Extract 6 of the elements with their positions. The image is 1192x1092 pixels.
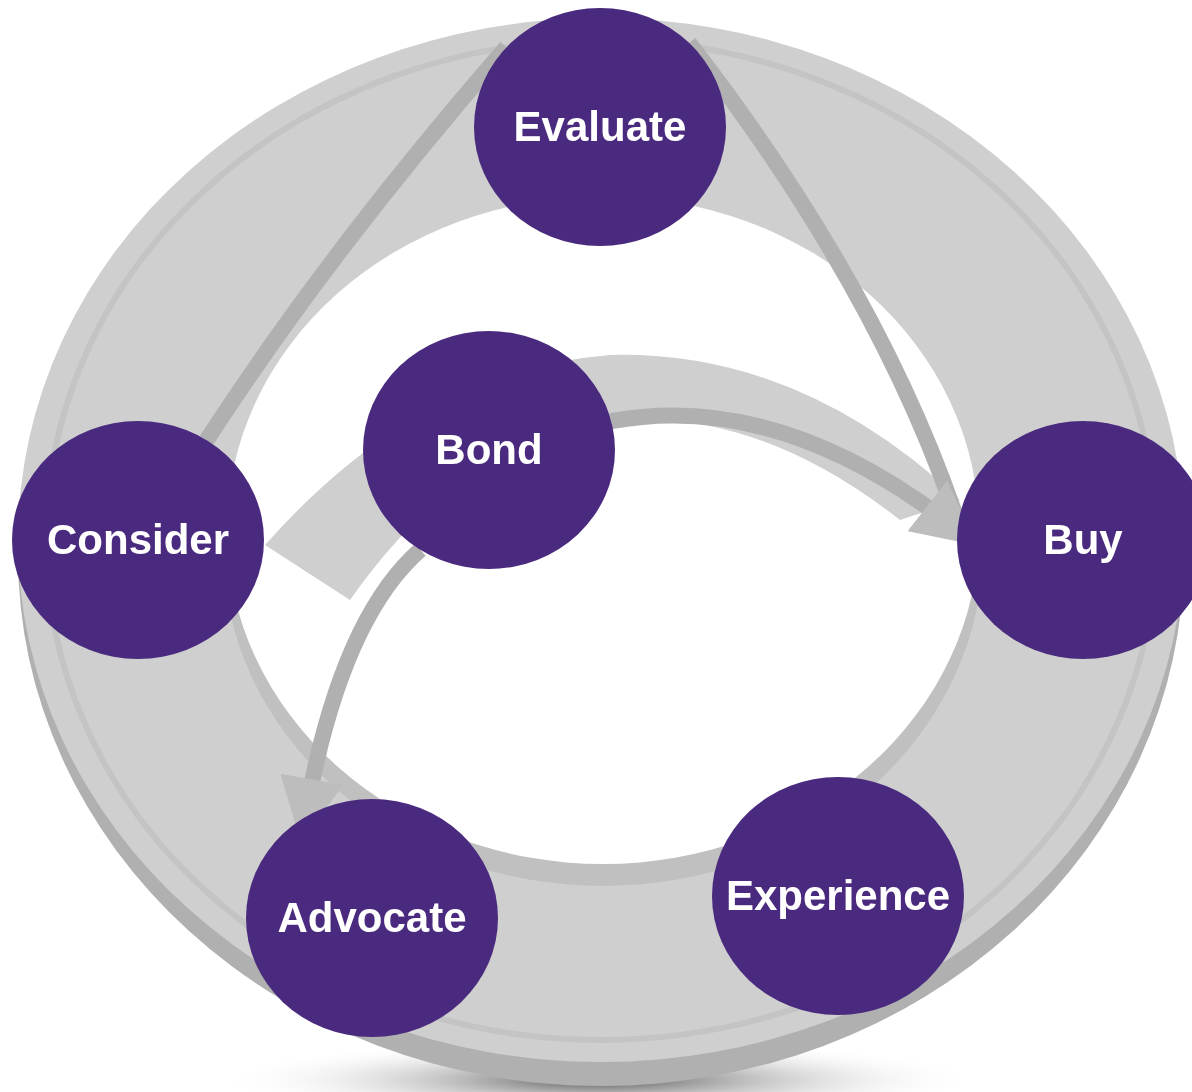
stage-label: Advocate (277, 894, 467, 942)
stage-label: Bond (435, 426, 543, 474)
stage-label: Buy (1043, 516, 1123, 564)
stage-label: Experience (725, 872, 951, 920)
stage-label: Evaluate (513, 103, 687, 151)
stage-label: Consider (47, 516, 229, 564)
